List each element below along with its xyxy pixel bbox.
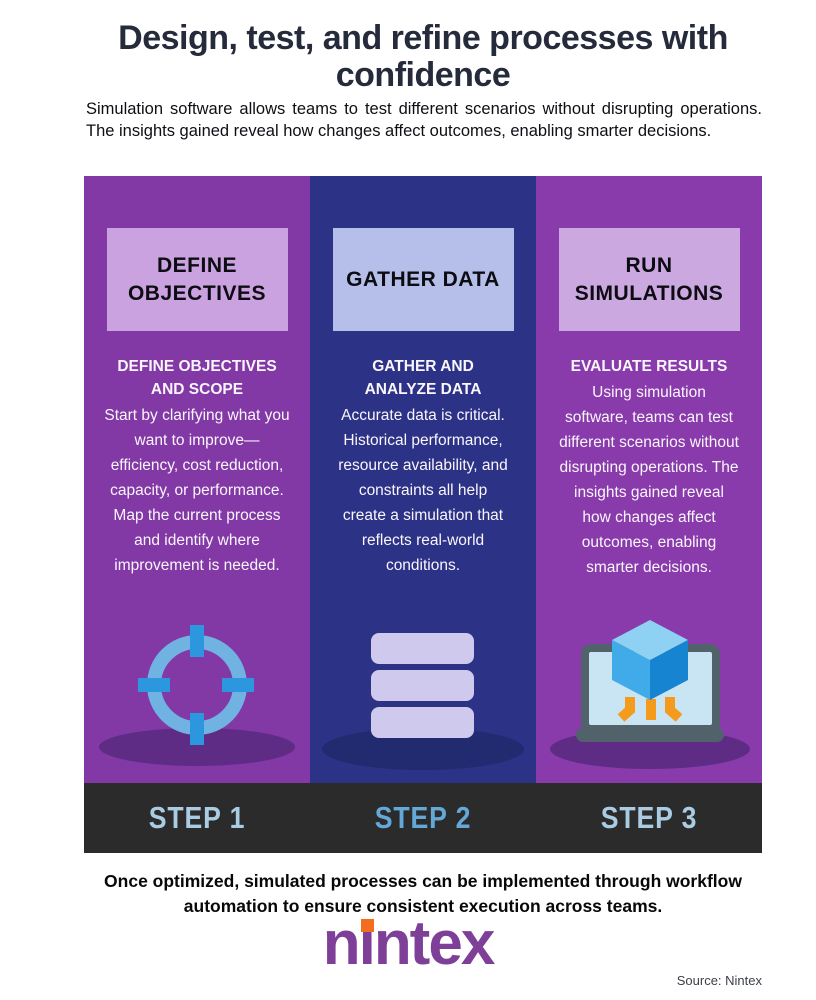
column-3-subheading: EVALUATE RESULTS <box>570 358 728 375</box>
column-2-header-label: GATHER DATA <box>346 267 500 291</box>
column-2-body-text: Accurate data is critical. Historical pe… <box>338 407 508 574</box>
steps-banner: DEFINE OBJECTIVES DEFINE OBJECTIVES AND … <box>84 176 762 783</box>
column-3-header-box: RUN SIMULATIONS <box>558 228 740 331</box>
page-title: Design, test, and refine processes with … <box>118 19 728 94</box>
column-1-header-label: DEFINE OBJECTIVES <box>127 254 267 305</box>
step-bar: STEP 1 STEP 2 STEP 3 <box>84 783 762 853</box>
logo-text-part1: n <box>322 909 361 978</box>
source-attribution: Source: Nintex <box>676 973 762 988</box>
crosshair-target-icon <box>99 625 295 766</box>
column-2-subheading: GATHER AND ANALYZE DATA <box>364 358 482 398</box>
laptop-cube-icon <box>550 620 750 769</box>
column-3-header-label: RUN SIMULATIONS <box>574 254 724 305</box>
logo-i-wrap: ı <box>359 913 376 975</box>
column-gather-data: GATHER DATA GATHER AND ANALYZE DATA Accu… <box>310 176 536 783</box>
column-1-subheading: DEFINE OBJECTIVES AND SCOPE <box>117 358 277 398</box>
step-3-label: STEP 3 <box>600 800 698 835</box>
column-2-header-box: GATHER DATA <box>332 228 514 331</box>
column-1-header-box: DEFINE OBJECTIVES <box>106 228 288 331</box>
step-1-label: STEP 1 <box>148 800 246 835</box>
logo-i-dot-square <box>360 919 374 932</box>
column-define-objectives: DEFINE OBJECTIVES DEFINE OBJECTIVES AND … <box>84 176 310 783</box>
column-1-body-text: Start by clarifying what you want to imp… <box>104 407 290 574</box>
column-run-simulations: RUN SIMULATIONS EVALUATE RESULTS Using s… <box>536 176 762 783</box>
column-3-body-text: Using simulation software, teams can tes… <box>559 384 739 576</box>
intro-paragraph: Simulation software allows teams to test… <box>86 100 762 140</box>
logo-text-part3: ntex <box>373 909 495 978</box>
footer-note: Once optimized, simulated processes can … <box>104 871 742 916</box>
data-stack-icon <box>322 633 524 770</box>
step-2-label: STEP 2 <box>374 800 472 835</box>
